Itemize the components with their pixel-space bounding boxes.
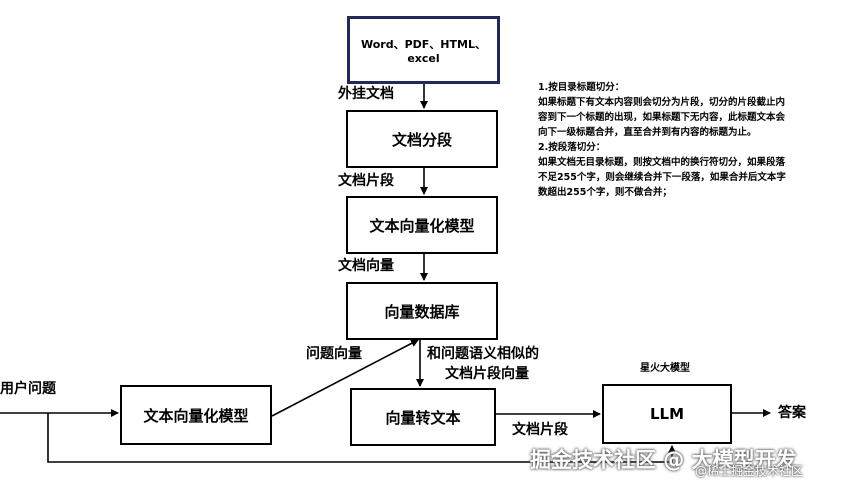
note-line: 向下一级标题合并，直至合并到有内容的标题为止。	[538, 127, 757, 138]
note-line: 数超出255个字，则不做合并；	[538, 187, 672, 198]
label-question-vector: 问题向量	[306, 346, 362, 362]
arrow-query-to-db	[271, 339, 419, 417]
arrow-user-to-llm	[47, 413, 676, 463]
label-doc-vector: 文档向量	[338, 258, 394, 274]
label-answer: 答案	[778, 405, 806, 421]
note-line: 容到下一个标题的出现，如果标题下无内容，此标题文本会	[538, 112, 786, 123]
source-docs-box: Word、PDF、HTML、excel	[347, 16, 500, 84]
llm-box: LLM	[602, 384, 732, 444]
label-user-question: 用户问题	[0, 381, 56, 397]
vector-db-box: 向量数据库	[346, 282, 498, 340]
label-similar-line2: 文档片段向量	[445, 366, 529, 382]
note-line: 1.按目录标题切分：	[538, 82, 625, 93]
label-external-doc: 外挂文档	[338, 86, 394, 102]
vector-to-text-box: 向量转文本	[350, 388, 496, 446]
note-line: 不足255个字，则会继续合并下一段落，如果合并后文本字	[538, 172, 786, 183]
label-similar-line1: 和问题语义相似的	[427, 346, 539, 362]
watermark-sub: @稀土掘金技术社区	[695, 464, 804, 478]
query-vectorize-model-box: 文本向量化模型	[120, 385, 272, 445]
note-line: 如果文档无目录标题，则按文档中的换行符切分，如果段落	[538, 157, 786, 168]
note-line: 2.按段落切分：	[538, 142, 606, 153]
doc-segment-box: 文档分段	[346, 110, 498, 168]
note-line: 如果标题下有文本内容则会切分为片段，切分的片段截止内	[538, 97, 786, 108]
label-doc-fragment: 文档片段	[338, 173, 394, 189]
label-spark-model: 星火大模型	[640, 363, 690, 374]
segmentation-notes: 1.按目录标题切分： 如果标题下有文本内容则会切分为片段，切分的片段截止内 容到…	[538, 80, 828, 200]
watermark-main: 掘金技术社区 @ 大模型开发	[530, 448, 797, 472]
doc-vectorize-model-box: 文本向量化模型	[346, 196, 498, 254]
label-doc-fragment-2: 文档片段	[512, 422, 568, 438]
